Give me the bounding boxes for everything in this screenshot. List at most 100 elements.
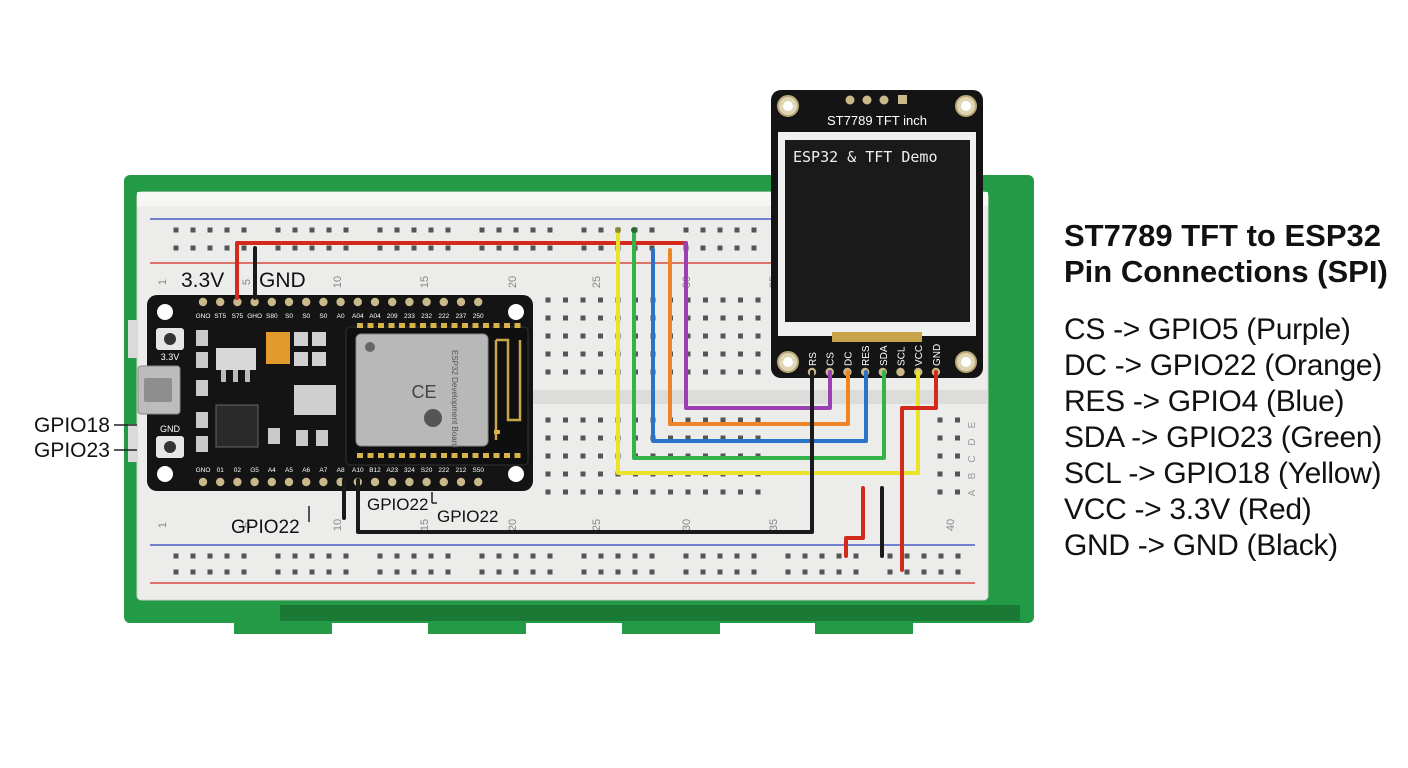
column-number: 40	[945, 519, 957, 531]
column-number: 20	[507, 519, 519, 531]
esp32-pin	[370, 477, 380, 487]
esp32-pin-label: A7	[319, 467, 327, 474]
column-number: 30	[681, 519, 693, 531]
esp32-pin-label: 212	[456, 467, 467, 474]
esp32-pin-label: 324	[404, 467, 415, 474]
esp32-pin	[474, 477, 483, 487]
wires	[235, 227, 938, 572]
column-number: 10	[332, 276, 344, 288]
esp32-3v3-label: 3.3V	[161, 352, 180, 362]
gpio22-label-c: GPIO22	[437, 507, 498, 526]
esp32-pin	[405, 477, 414, 487]
esp32-pin	[284, 297, 294, 307]
tft-pin-label: VCC	[914, 345, 925, 366]
esp32-pin	[302, 297, 311, 307]
esp32-pin	[456, 477, 466, 487]
esp32-pin	[267, 297, 276, 307]
esp32-pin	[319, 297, 328, 307]
gpio18-label: GPIO18	[34, 414, 110, 437]
row-letter: E	[967, 421, 978, 428]
tft-pin-label: CS	[826, 352, 837, 366]
wire-purple-cs	[684, 241, 832, 410]
tft-pin	[896, 367, 905, 377]
esp32-pin-label: 209	[387, 313, 398, 320]
esp32-pin	[353, 297, 362, 307]
pin-connection-legend: ST7789 TFT to ESP32 Pin Connections (SPI…	[1064, 218, 1404, 564]
column-number: 5	[241, 522, 253, 528]
gpio23-label: GPIO23	[34, 439, 110, 462]
tft-pin-label: RES	[861, 345, 872, 366]
column-number: 1	[157, 279, 169, 285]
esp32-pin-label: S0	[285, 313, 293, 320]
tft-pin-label: DC	[843, 352, 854, 366]
column-number: 1	[157, 522, 169, 528]
column-number: 25	[591, 519, 603, 531]
annotations: 3.3V GND GPIO18 GPIO23 GPIO22 GPIO22 GPI…	[34, 269, 498, 538]
legend-item: GND -> GND (Black)	[1064, 529, 1338, 562]
esp32-gnd-label: GND	[160, 424, 181, 434]
esp32-pin-label: 250	[473, 313, 484, 320]
legend-item: SDA -> GPIO23 (Green)	[1064, 421, 1382, 454]
column-number: 25	[591, 276, 603, 288]
esp32-pin-label: S75	[232, 313, 244, 320]
legend-item: VCC -> 3.3V (Red)	[1064, 493, 1312, 526]
esp32-pin-label: A0	[337, 313, 345, 320]
column-number: 15	[419, 276, 431, 288]
esp32-pin-label: A6	[302, 467, 310, 474]
esp32-pin-label: S0	[302, 313, 310, 320]
esp32-pin-label: 237	[456, 313, 467, 320]
rail-3v3-label: 3.3V	[181, 269, 224, 292]
tft-pin-label: GND	[932, 344, 943, 366]
esp32-pin	[198, 477, 208, 487]
esp32-pin	[388, 297, 397, 307]
esp32-pin-label: 01	[217, 467, 225, 474]
esp32-pin	[216, 297, 225, 307]
esp32-pin-label: G5	[250, 467, 259, 474]
module-castellations	[357, 323, 521, 458]
esp32-pin-label: ST5	[214, 313, 226, 320]
esp32-pin-label: A4	[268, 467, 276, 474]
legend-item: RES -> GPIO4 (Blue)	[1064, 385, 1345, 418]
ce-mark: CE	[411, 382, 436, 402]
esp32-pin	[422, 297, 431, 307]
esp32-pin-label: S50	[472, 467, 484, 474]
column-number: 5	[241, 279, 253, 285]
esp32-pin	[233, 477, 242, 487]
tft-screen	[785, 140, 970, 322]
esp32-pin	[439, 297, 448, 307]
column-number: 15	[419, 519, 431, 531]
antenna-icon	[494, 338, 522, 440]
espressif-logo-icon	[424, 409, 442, 427]
esp32-pin-label: B12	[369, 467, 381, 474]
esp32-pin	[267, 477, 276, 487]
tft-pin-label: SCL	[897, 346, 908, 366]
column-number: 20	[507, 276, 519, 288]
esp32-pin-label: A04	[352, 313, 364, 320]
row-letter: D	[967, 438, 978, 445]
esp32-pin	[388, 477, 397, 487]
module-text: ESP32 Development Board	[450, 350, 459, 448]
esp32-pin-label: 233	[404, 313, 415, 320]
esp32-pin	[370, 297, 380, 307]
esp32-pin	[284, 477, 294, 487]
rail-gnd-label: GND	[259, 269, 306, 292]
esp32-pin-label: A23	[386, 467, 398, 474]
wire-red-rail	[844, 486, 865, 558]
wire-orange-dc	[668, 248, 850, 426]
tft-pin-label: RS	[808, 352, 819, 366]
legend-item: DC -> GPIO22 (Orange)	[1064, 349, 1382, 382]
row-letter: A	[967, 489, 978, 496]
legend-list: CS -> GPIO5 (Purple) DC -> GPIO22 (Orang…	[1064, 312, 1404, 564]
legend-title-line2: Pin Connections (SPI)	[1064, 254, 1388, 289]
esp32-pin	[336, 297, 345, 307]
esp32-pin-label: 02	[234, 467, 242, 474]
esp32-pin-label: 232	[421, 313, 432, 320]
gpio22-label-b: GPIO22	[367, 495, 428, 514]
column-number: 10	[332, 519, 344, 531]
esp32-pin	[405, 297, 414, 307]
